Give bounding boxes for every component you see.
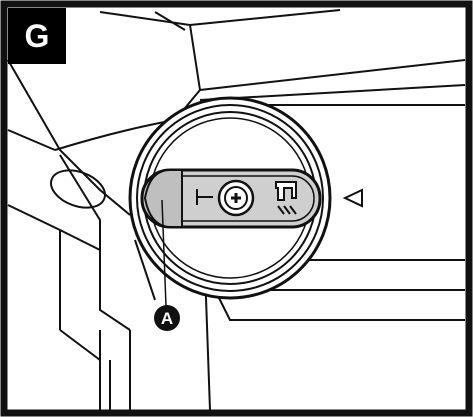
chisel-mode-icon [275,181,297,201]
callout-a-label: A [161,309,173,328]
callout-leader-line [161,199,167,307]
hammer-drill-mode-icon [196,189,213,205]
panel-tag: G [8,8,66,64]
screw-icon [217,179,255,217]
vent-oval [50,169,106,209]
panel-letter-label: G [25,18,50,54]
callout-a: A [154,305,180,331]
arrow-indicator-icon [342,188,363,208]
rotation-lines-icon [277,205,297,215]
